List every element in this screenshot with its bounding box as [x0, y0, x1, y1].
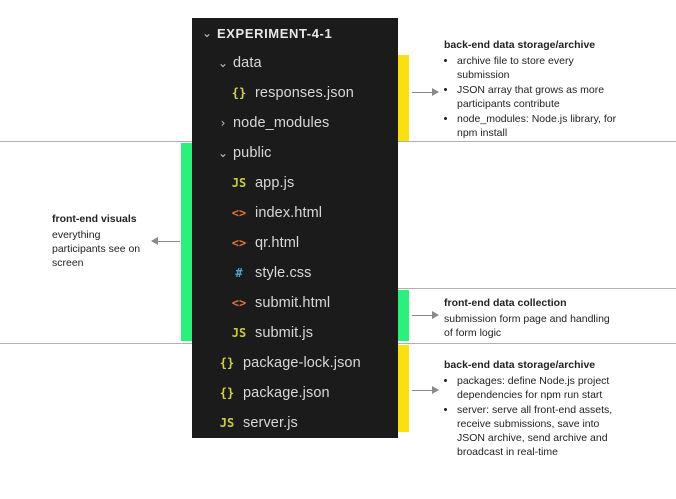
accent-bar-green-right [398, 290, 409, 341]
html-icon: <> [231, 236, 247, 250]
tree-row-root[interactable]: ⌄ EXPERIMENT-4-1 [192, 18, 398, 48]
annotation-backend-bottom: back-end data storage/archive packages: … [444, 358, 624, 460]
tree-row-label: node_modules [233, 115, 330, 131]
js-icon: JS [231, 176, 247, 190]
annotation-frontend-visuals: front-end visuals everything participant… [52, 212, 152, 270]
tree-row-label: submit.js [255, 325, 314, 341]
json-icon: {} [231, 86, 247, 100]
tree-row-label: EXPERIMENT-4-1 [217, 25, 333, 41]
tree-row-file-index-html[interactable]: <> index.html [192, 198, 398, 228]
annotation-bullet-list: packages: define Node.js project depende… [444, 374, 624, 459]
annotation-bullet: JSON array that grows as more participan… [457, 83, 620, 111]
chevron-down-icon[interactable]: ⌄ [217, 146, 229, 160]
annotation-bullet: archive file to store every submission [457, 54, 620, 82]
js-icon: JS [231, 326, 247, 340]
annotation-title: back-end data storage/archive [444, 359, 596, 371]
tree-row-label: index.html [255, 205, 323, 221]
json-icon: {} [219, 386, 235, 400]
annotation-bullet-list: archive file to store every submission J… [444, 54, 620, 140]
annotation-title: back-end data storage/archive [444, 39, 596, 51]
arrowhead-icon [432, 88, 439, 96]
arrow-to-backend-top [412, 88, 439, 96]
arrow-to-frontend-visuals [151, 237, 180, 245]
annotation-frontend-collection: front-end data collection submission for… [444, 296, 620, 340]
tree-row-label: server.js [243, 415, 298, 431]
arrowhead-icon [151, 237, 158, 245]
json-icon: {} [219, 356, 235, 370]
chevron-down-icon[interactable]: ⌄ [217, 56, 229, 70]
tree-row-file-style-css[interactable]: # style.css [192, 258, 398, 288]
tree-row-folder-data[interactable]: ⌄ data [192, 48, 398, 78]
arrowhead-icon [432, 311, 439, 319]
divider-middle [398, 288, 676, 289]
tree-row-file-qr-html[interactable]: <> qr.html [192, 228, 398, 258]
tree-row-label: submit.html [255, 295, 331, 311]
arrowhead-icon [432, 386, 439, 394]
chevron-right-icon[interactable]: › [220, 116, 226, 130]
js-icon: JS [219, 416, 235, 430]
annotation-body: everything participants see on screen [52, 229, 141, 269]
file-explorer-tree[interactable]: ⌄ EXPERIMENT-4-1 ⌄ data {} responses.json › nod… [192, 18, 398, 438]
tree-row-label: data [233, 55, 262, 71]
tree-row-label: package-lock.json [243, 355, 361, 371]
tree-row-file-server-js[interactable]: JS server.js [192, 408, 398, 438]
tree-row-file-responses[interactable]: {} responses.json [192, 78, 398, 108]
accent-bar-yellow-top [398, 55, 409, 141]
annotation-backend-top: back-end data storage/archive archive fi… [444, 38, 620, 141]
tree-row-file-submit-html[interactable]: <> submit.html [192, 288, 398, 318]
chevron-down-icon[interactable]: ⌄ [201, 26, 213, 40]
tree-row-label: public [233, 145, 272, 161]
tree-row-label: app.js [255, 175, 295, 191]
tree-row-file-submit-js[interactable]: JS submit.js [192, 318, 398, 348]
css-icon: # [235, 266, 243, 280]
arrow-to-frontend-collection [412, 311, 439, 319]
tree-row-label: package.json [243, 385, 330, 401]
tree-row-label: style.css [255, 265, 312, 281]
annotation-bullet: node_modules: Node.js library, for npm i… [457, 112, 620, 140]
annotation-bullet: server: serve all front-end assets, rece… [457, 403, 624, 459]
tree-row-folder-node-modules[interactable]: › node_modules [192, 108, 398, 138]
accent-bar-green-left [181, 143, 192, 341]
annotation-title: front-end data collection [444, 297, 567, 309]
accent-bar-yellow-bottom [398, 345, 409, 432]
annotation-bullet: packages: define Node.js project depende… [457, 374, 624, 402]
html-icon: <> [231, 296, 247, 310]
tree-row-label: responses.json [255, 85, 354, 101]
tree-row-label: qr.html [255, 235, 300, 251]
tree-row-file-package-json[interactable]: {} package.json [192, 378, 398, 408]
arrow-to-backend-bottom [412, 386, 439, 394]
annotation-title: front-end visuals [52, 213, 137, 225]
tree-row-folder-public[interactable]: ⌄ public [192, 138, 398, 168]
annotation-body: submission form page and handling of for… [444, 313, 610, 339]
html-icon: <> [231, 206, 247, 220]
tree-row-file-package-lock[interactable]: {} package-lock.json [192, 348, 398, 378]
tree-row-file-app-js[interactable]: JS app.js [192, 168, 398, 198]
